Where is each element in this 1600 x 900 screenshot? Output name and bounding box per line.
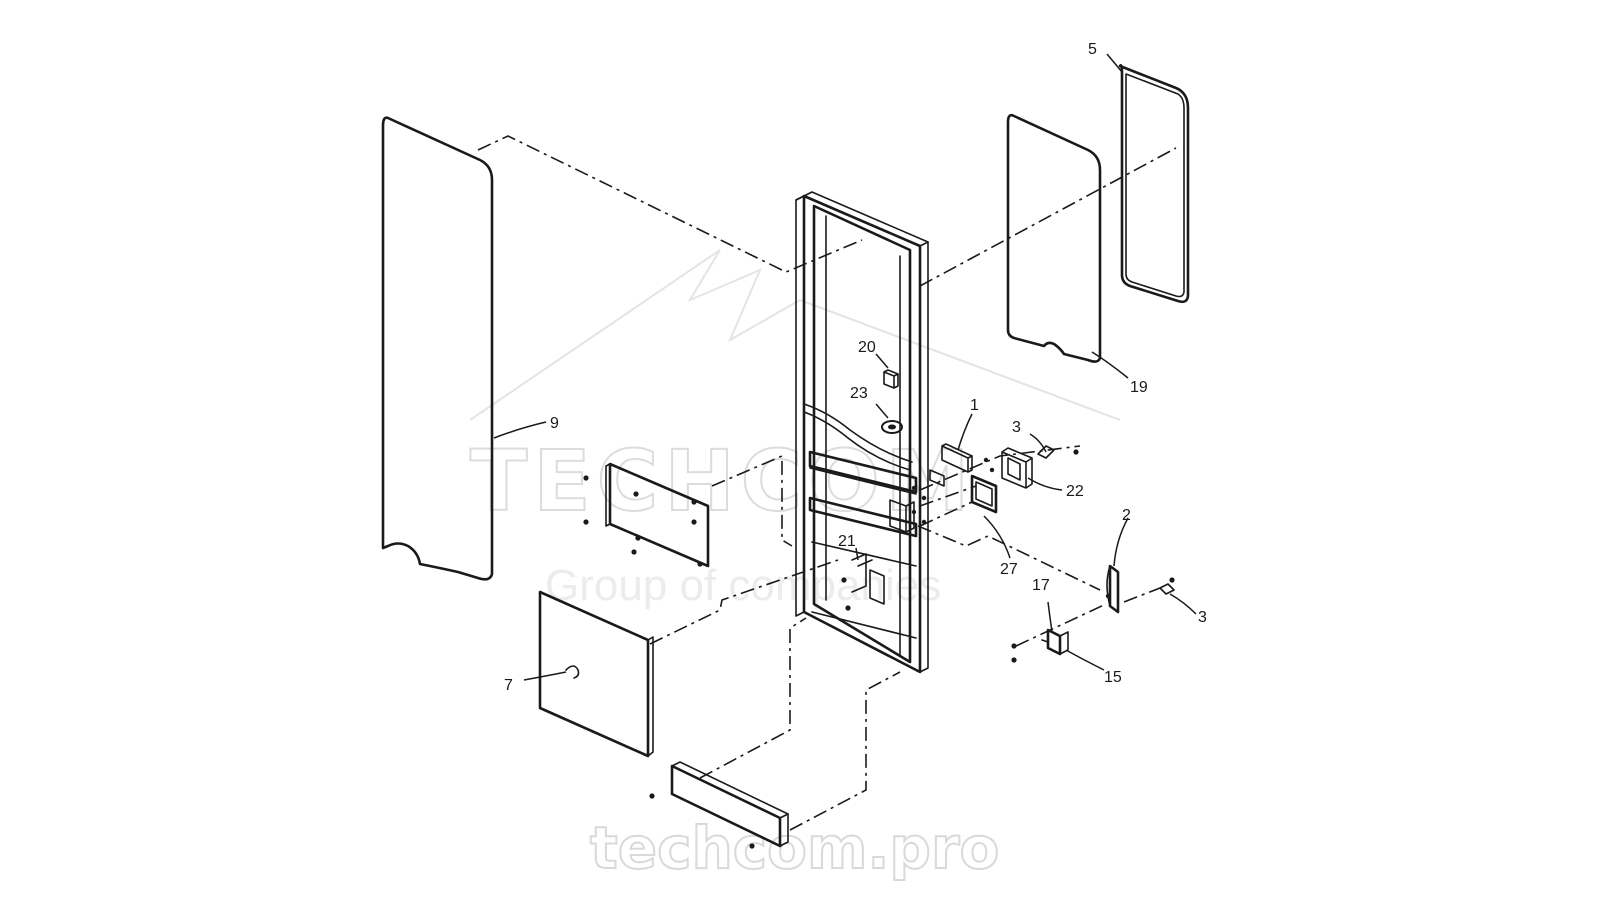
bracket-1	[941, 443, 973, 473]
leader-lines	[493, 53, 1197, 681]
gasket-5-inner	[1125, 73, 1185, 298]
callout-21: 21	[838, 533, 856, 550]
panel-9	[381, 116, 494, 581]
screws	[583, 449, 1175, 849]
callout-3-upper: 3	[1012, 419, 1021, 436]
callout-19: 19	[1130, 379, 1148, 396]
callout-2: 2	[1122, 507, 1131, 524]
gasket-5	[1118, 64, 1190, 304]
watermark-brand: TECHCOM	[470, 432, 975, 530]
clip-3-lower	[1159, 583, 1175, 595]
callout-17: 17	[1032, 577, 1050, 594]
bracket-21	[851, 553, 885, 605]
door-frame	[795, 191, 929, 674]
watermark: TECHCOM Group of companies techcom.pro	[469, 249, 1121, 883]
latch-17	[1046, 628, 1062, 656]
bracket-plate-left	[608, 462, 710, 568]
knob-20	[883, 369, 899, 389]
latch-15	[1059, 631, 1069, 655]
callout-5: 5	[1088, 41, 1097, 58]
callout-15: 15	[1104, 669, 1122, 686]
latch-22	[1001, 447, 1033, 489]
watermark-url: techcom.pro	[590, 814, 999, 882]
latch-27	[970, 474, 998, 514]
callout-9: 9	[550, 415, 559, 432]
callouts: 5 9 19 20 23 1 3 22 27 2 3 17 15 21 7	[504, 41, 1207, 694]
panel-19	[1006, 113, 1102, 363]
callout-20: 20	[858, 339, 876, 356]
panel-7-clip	[565, 665, 580, 679]
watermark-tagline: Group of companies	[545, 561, 941, 610]
cap-23	[881, 420, 903, 434]
callout-1: 1	[970, 397, 979, 414]
callout-22: 22	[1066, 483, 1084, 500]
strike-2	[1108, 564, 1120, 614]
callout-27: 27	[1000, 561, 1018, 578]
assembly-lines	[477, 135, 1177, 831]
callout-3-lower: 3	[1198, 609, 1207, 626]
callout-7: 7	[504, 677, 513, 694]
callout-23: 23	[850, 385, 868, 402]
